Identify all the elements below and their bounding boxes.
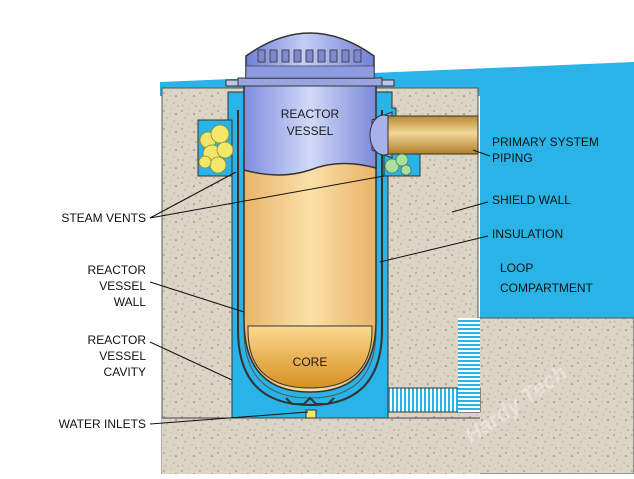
right-steam-cloud <box>384 153 412 176</box>
loop-compartment-label-line2: COMPARTMENT <box>500 281 594 295</box>
reactor-vessel-wall-label-line1: REACTOR <box>88 263 147 277</box>
insulation-shell <box>237 110 383 407</box>
dome-studs <box>257 49 362 63</box>
vessel-flange <box>237 77 383 87</box>
reactor-vessel-cavity-label-line1: REACTOR <box>88 333 147 347</box>
loop-water-column <box>458 318 480 412</box>
cavity-floor <box>162 418 480 474</box>
loop-compartment-label-line1: LOOP <box>500 261 533 275</box>
pool-water <box>160 62 634 318</box>
primary-system-piping-label-line1: PRIMARY SYSTEM <box>492 135 599 149</box>
left-steam-cloud <box>198 124 234 174</box>
reactor-vessel-upper <box>243 83 377 176</box>
shield-wall-label: SHIELD WALL <box>492 193 571 207</box>
primary-system-piping-label-line2: PIPING <box>492 151 533 165</box>
reactor-vessel-label-line1: REACTOR <box>281 107 340 121</box>
steam-vents-label: STEAM VENTS <box>61 211 146 225</box>
leader-lines <box>149 149 491 425</box>
reactor-vessel-wall-label-line3: WALL <box>114 295 147 309</box>
reactor-vessel-cavity-label-line2: VESSEL <box>99 349 146 363</box>
core-label: CORE <box>293 355 328 369</box>
water-inlets-label: WATER INLETS <box>59 417 146 431</box>
reactor-vessel-cavity-label-line3: CAVITY <box>104 365 146 379</box>
reactor-core <box>247 325 373 389</box>
reactor-vessel-label-line2: VESSEL <box>287 124 334 138</box>
reactor-vessel-wall-label-line2: VESSEL <box>99 279 146 293</box>
insulation-label: INSULATION <box>492 227 563 241</box>
water-inlet-fixture <box>285 396 335 405</box>
primary-system-piping <box>387 115 479 155</box>
